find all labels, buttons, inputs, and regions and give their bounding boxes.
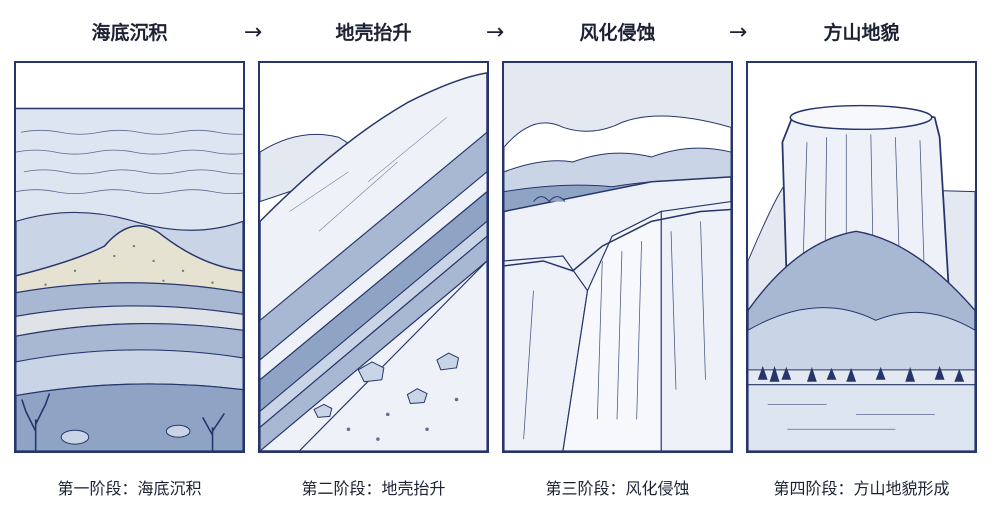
arrow-right-icon: → <box>728 20 748 45</box>
arrow-right-icon: → <box>485 20 505 45</box>
stage-2-title: 地壳抬升 <box>335 22 412 44</box>
stage-1-title: 海底沉积 <box>91 22 168 44</box>
arrow-right-icon: → <box>243 20 263 45</box>
stage-1-caption: 第一阶段：海底沉积 <box>57 479 202 498</box>
stage-2-caption: 第二阶段：地壳抬升 <box>301 479 446 498</box>
stage-3-title: 风化侵蚀 <box>579 22 656 44</box>
stage-4-caption: 第四阶段：方山地貌形成 <box>773 479 950 498</box>
stage-2-illustration <box>258 61 489 453</box>
stage-3-caption: 第三阶段：风化侵蚀 <box>545 479 690 498</box>
stage-4-title: 方山地貌 <box>823 22 900 44</box>
stage-3-illustration <box>502 61 733 453</box>
stage-1-illustration <box>14 61 245 453</box>
stage-4-illustration <box>746 61 977 453</box>
